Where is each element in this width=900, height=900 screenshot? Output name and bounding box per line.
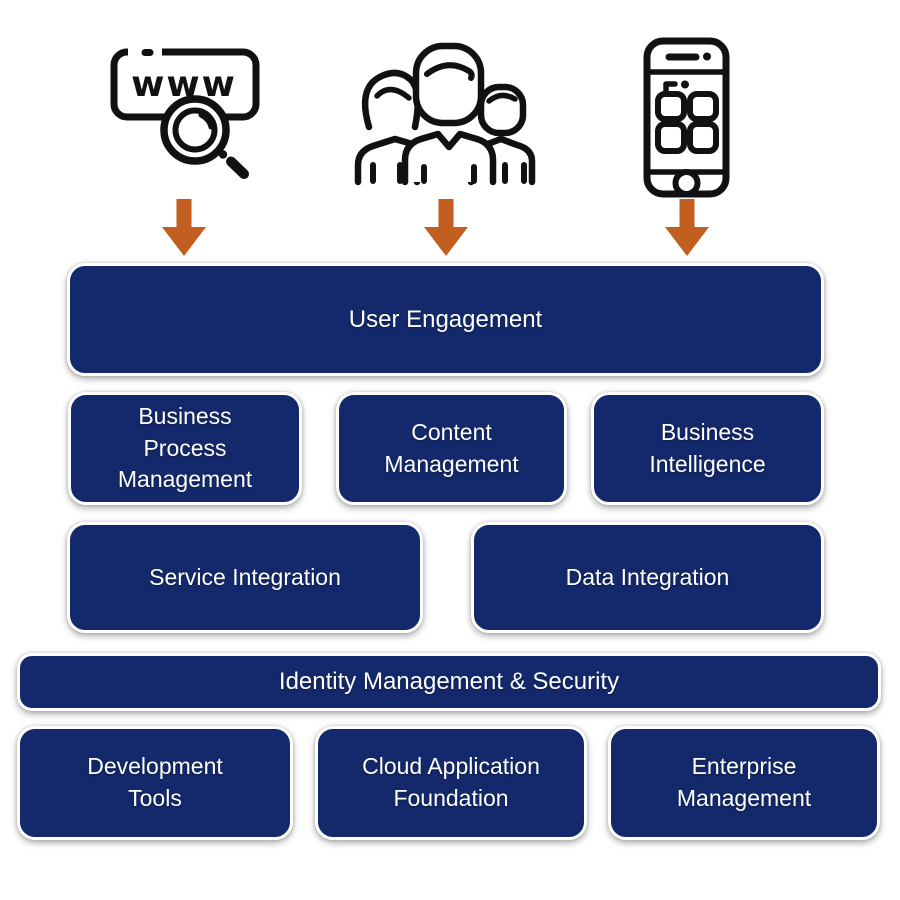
box-business-process-management: Business Process Management bbox=[68, 392, 302, 505]
box-development-tools: Development Tools bbox=[17, 726, 293, 840]
box-cloud-application-foundation-label: Cloud Application Foundation bbox=[362, 753, 540, 811]
down-arrow-icon bbox=[423, 199, 469, 257]
box-business-process-management-label: Business Process Management bbox=[117, 402, 253, 493]
user-group-icon bbox=[350, 30, 540, 190]
box-enterprise-management-label: Enterprise Management bbox=[676, 753, 812, 811]
box-identity-management-security: Identity Management & Security bbox=[17, 653, 881, 711]
smartphone-icon bbox=[638, 35, 738, 205]
box-identity-management-security-label: Identity Management & Security bbox=[278, 668, 620, 696]
box-service-integration-label: Service Integration bbox=[149, 563, 341, 590]
box-data-integration: Data Integration bbox=[471, 522, 824, 633]
box-content-management: Content Management bbox=[336, 392, 567, 505]
down-arrow-icon bbox=[161, 199, 207, 257]
box-development-tools-label: Development Tools bbox=[87, 753, 223, 811]
box-content-management-label: Content Management bbox=[384, 418, 519, 477]
box-data-integration-label: Data Integration bbox=[565, 563, 730, 590]
box-user-engagement-label: User Engagement bbox=[348, 305, 543, 333]
box-enterprise-management: Enterprise Management bbox=[608, 726, 880, 840]
box-business-intelligence: Business Intelligence bbox=[591, 392, 824, 505]
box-business-intelligence-label: Business Intelligence bbox=[649, 418, 766, 477]
box-user-engagement: User Engagement bbox=[67, 263, 824, 376]
www-search-icon: www bbox=[104, 40, 264, 190]
box-service-integration: Service Integration bbox=[67, 522, 423, 633]
box-cloud-application-foundation: Cloud Application Foundation bbox=[315, 726, 587, 840]
down-arrow-icon bbox=[664, 199, 710, 257]
